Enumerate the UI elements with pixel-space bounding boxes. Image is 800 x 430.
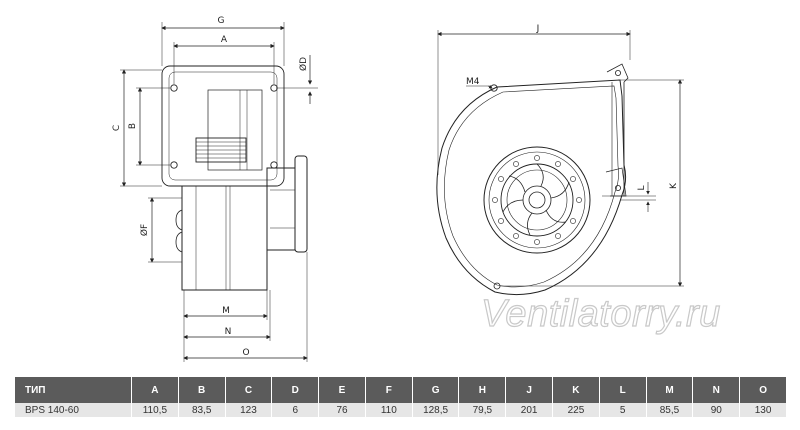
technical-drawing: G A ØD C B ØF M N O [112,16,721,362]
dim-label-g: G [218,16,225,26]
specs-header-c: C [225,377,273,403]
spec-value-cell: 225 [552,403,600,417]
dim-label-o: O [242,348,249,358]
spec-value-cell: 130 [739,403,787,417]
specs-header-d: D [271,377,320,403]
mounting-hole [615,184,622,191]
mounting-hole [270,161,278,169]
specs-header-g: G [412,377,460,403]
spec-value-cell: 110,5 [131,403,179,417]
blower-body [181,185,268,291]
specs-header-l: L [599,377,647,403]
dim-label-a: A [221,35,228,45]
rivet-ring [492,155,582,245]
dim-label-j: J [536,24,540,34]
spec-value-cell: 83,5 [178,403,226,417]
specs-header-k: K [552,377,600,403]
spec-value-cell: 110 [365,403,413,417]
dim-label-k: K [669,182,679,189]
dim-label-d: ØD [298,57,309,71]
specs-header-type: ТИП [15,377,132,403]
spec-value-cell: 79,5 [458,403,507,417]
specs-header-b: B [178,377,226,403]
model-name-cell: BPS 140-60 [15,403,132,417]
screw [493,282,501,290]
specs-header-h: H [458,377,507,403]
mounting-flange [161,65,285,187]
specs-header-o: O [739,377,787,403]
mounting-hole [170,84,178,92]
spec-value-cell: 90 [692,403,741,417]
spec-value-cell: 128,5 [412,403,460,417]
spec-value-cell: 76 [318,403,366,417]
specs-header-j: J [505,377,554,403]
spec-value-cell: 85,5 [646,403,694,417]
motor-housing [266,167,296,251]
watermark-text: Ventilatorry.ru [481,293,721,335]
spec-value-cell: 123 [225,403,273,417]
spec-value-cell: 5 [599,403,647,417]
volute-housing [436,79,627,296]
mounting-hole [615,70,622,77]
specs-header-n: N [692,377,741,403]
mounting-hole [170,161,178,169]
specs-header-e: E [318,377,366,403]
dim-label-f: ØF [139,224,150,236]
spec-value-cell: 201 [505,403,554,417]
dim-label-m4: M4 [466,77,480,87]
dim-label-l: L [637,185,647,190]
dim-label-c: C [112,125,122,131]
specs-header-m: M [646,377,694,403]
side-view [120,22,318,362]
dim-label-n: N [225,327,232,337]
front-view [436,30,684,296]
specs-header-a: A [131,377,179,403]
impeller-edge [195,137,247,163]
dim-label-m: M [222,306,230,316]
dim-label-b: B [128,123,138,129]
specs-header-f: F [365,377,413,403]
spec-value-cell: 6 [271,403,320,417]
impeller-hub [483,146,591,254]
